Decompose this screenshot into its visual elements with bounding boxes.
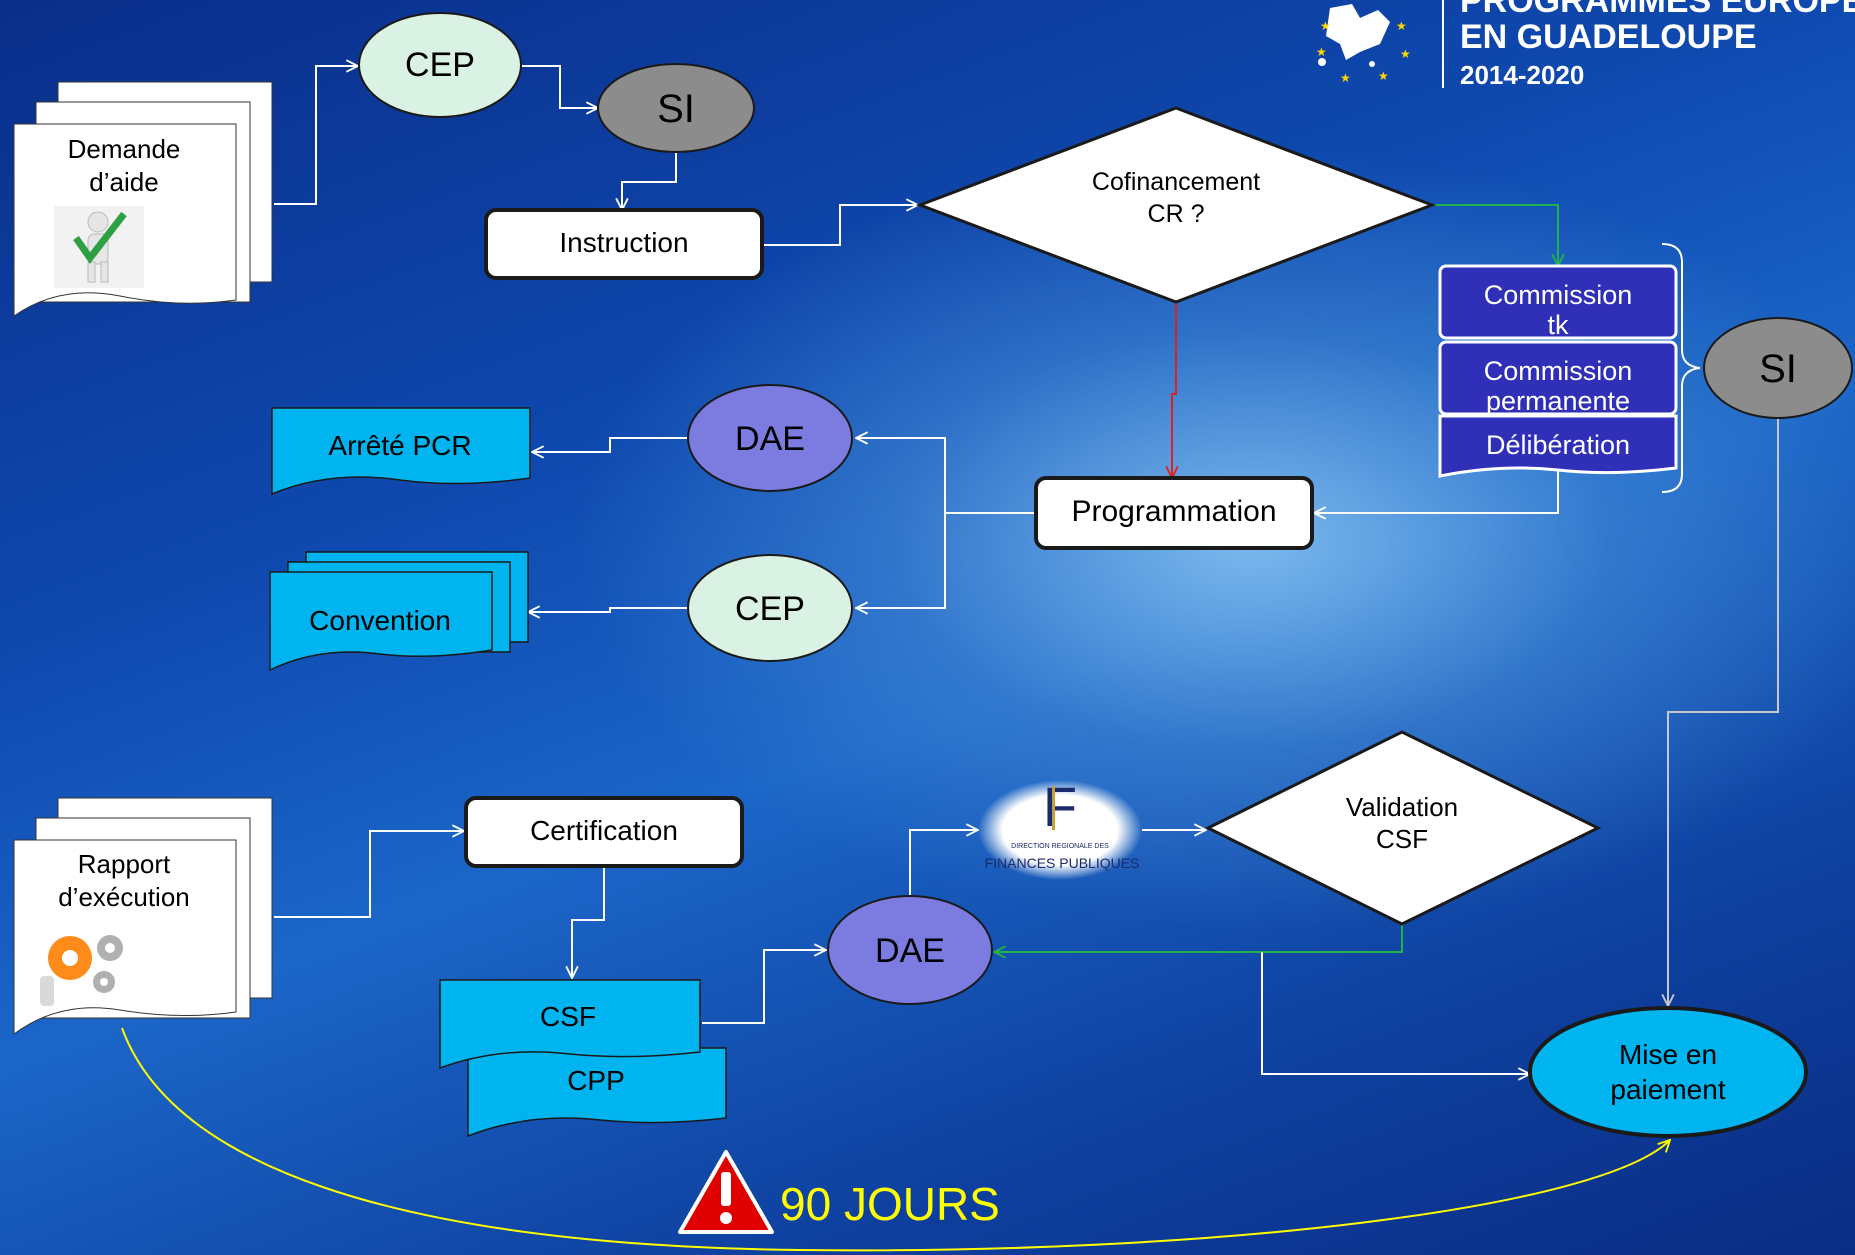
dae-top-label: DAE bbox=[735, 420, 805, 458]
arrow-instruction-cofinancement bbox=[762, 205, 918, 246]
dae-top-node: DAE bbox=[687, 384, 853, 492]
commission-brace bbox=[1661, 243, 1701, 493]
commission-tk-line2: tk bbox=[1547, 310, 1569, 340]
convention-document: Convention bbox=[269, 551, 529, 672]
mise-line2: paiement bbox=[1610, 1074, 1725, 1105]
si-top-label: SI bbox=[657, 87, 695, 131]
logo-line2: EN GUADELOUPE bbox=[1460, 18, 1757, 56]
arrow-to-dae-top bbox=[856, 438, 946, 513]
arrow-cofinancement-programmation bbox=[1172, 303, 1176, 478]
logo-line3: 2014-2020 bbox=[1460, 60, 1584, 90]
commission-stack: Commission tk Commission permanente Déli… bbox=[1438, 264, 1678, 478]
commission-perm-line2: permanente bbox=[1486, 386, 1630, 416]
commission-tk-line1: Commission bbox=[1484, 280, 1633, 310]
dgfip-logo: F DIRECTION REGIONALE DES FINANCES PUBLI… bbox=[978, 775, 1142, 880]
dae-bottom-node: DAE bbox=[827, 895, 993, 1005]
instruction-label: Instruction bbox=[559, 227, 688, 258]
mise-line1: Mise en bbox=[1619, 1039, 1717, 1070]
demande-line1: Demande bbox=[68, 134, 181, 164]
arrete-label: Arrêté PCR bbox=[328, 430, 471, 461]
mise-en-paiement-node: Mise en paiement bbox=[1528, 1006, 1808, 1138]
arrow-dae-dgfip bbox=[909, 830, 978, 896]
cofinancement-line1: Cofinancement bbox=[1092, 168, 1260, 196]
instruction-box: Instruction bbox=[484, 208, 764, 280]
validation-csf-decision: Validation CSF bbox=[1204, 730, 1602, 926]
rapport-execution-document: Rapport d’exécution bbox=[13, 797, 273, 1035]
arrow-deliberation-programmation bbox=[1314, 470, 1559, 513]
cpp-document: CPP bbox=[467, 1047, 727, 1138]
arrow-validation-dae bbox=[994, 924, 1403, 952]
deliberation-label: Délibération bbox=[1486, 430, 1630, 460]
guadeloupe-map-icon: ★ ★ ★ ★ ★ ★ bbox=[1316, 4, 1411, 85]
arrete-pcr-document: Arrêté PCR bbox=[271, 407, 531, 496]
cep-mid-node: CEP bbox=[687, 554, 853, 662]
svg-text:★: ★ bbox=[1316, 45, 1327, 59]
arrow-90-jours bbox=[121, 1027, 1670, 1252]
programmation-box: Programmation bbox=[1034, 476, 1314, 550]
csf-label: CSF bbox=[540, 1001, 596, 1032]
cpp-label: CPP bbox=[567, 1065, 625, 1096]
si-right-node: SI bbox=[1703, 317, 1853, 419]
cep-top-label: CEP bbox=[405, 46, 475, 84]
arrow-si-mise bbox=[1668, 418, 1779, 1006]
connectors bbox=[121, 65, 1779, 1252]
arrow-certification-csf bbox=[572, 866, 605, 978]
programmation-label: Programmation bbox=[1071, 495, 1276, 528]
dgfip-small-text: DIRECTION REGIONALE DES bbox=[1011, 843, 1109, 850]
svg-text:★: ★ bbox=[1396, 19, 1407, 33]
arrow-validation-mise bbox=[1261, 952, 1530, 1074]
dae-bottom-label: DAE bbox=[875, 932, 945, 970]
svg-text:★: ★ bbox=[1400, 47, 1411, 61]
svg-text:★: ★ bbox=[1340, 71, 1351, 85]
arrow-to-cep-mid bbox=[856, 513, 946, 608]
rapport-line1: Rapport bbox=[78, 849, 171, 879]
arrow-rapport-certification bbox=[274, 831, 464, 918]
commission-perm-line1: Commission bbox=[1484, 356, 1633, 386]
delay-warning: 90 JOURS bbox=[678, 1150, 1000, 1234]
cofinancement-decision: Cofinancement CR ? bbox=[915, 106, 1437, 304]
validation-line1: Validation bbox=[1346, 792, 1458, 822]
demande-aide-document: Demande d’aide bbox=[13, 81, 273, 317]
si-right-label: SI bbox=[1759, 347, 1797, 391]
svg-text:★: ★ bbox=[1320, 19, 1331, 33]
arrow-demande-cep bbox=[274, 66, 358, 205]
arrow-cofinancement-commission bbox=[1432, 204, 1558, 266]
si-top-node: SI bbox=[597, 63, 755, 153]
warning-icon bbox=[678, 1150, 774, 1234]
person-check-icon bbox=[54, 206, 144, 288]
arrow-cep-si bbox=[522, 65, 598, 108]
certification-box: Certification bbox=[464, 796, 744, 868]
cep-top-node: CEP bbox=[358, 12, 522, 118]
cep-mid-label: CEP bbox=[735, 590, 805, 628]
cofinancement-line2: CR ? bbox=[1148, 200, 1205, 228]
rapport-line2: d’exécution bbox=[58, 882, 190, 912]
dgfip-text: FINANCES PUBLIQUES bbox=[985, 855, 1140, 871]
arrow-csf-dae bbox=[702, 950, 826, 1024]
logo: ★ ★ ★ ★ ★ ★ PROGRAMMES EUROPÉENS EN GUAD… bbox=[1316, 0, 1855, 90]
delay-label: 90 JOURS bbox=[780, 1178, 1000, 1230]
certification-label: Certification bbox=[530, 815, 678, 846]
svg-text:F: F bbox=[1043, 775, 1077, 838]
svg-text:★: ★ bbox=[1378, 69, 1389, 83]
logo-line1: PROGRAMMES EUROPÉENS bbox=[1460, 0, 1855, 20]
csf-document: CSF bbox=[439, 979, 701, 1070]
demande-line2: d’aide bbox=[89, 167, 158, 197]
arrow-cep-convention bbox=[528, 608, 688, 612]
arrow-dae-arrete bbox=[532, 437, 688, 452]
arrow-si-instruction bbox=[622, 150, 677, 210]
gears-icon bbox=[40, 935, 123, 1006]
validation-line2: CSF bbox=[1376, 824, 1428, 854]
convention-label: Convention bbox=[309, 605, 451, 636]
